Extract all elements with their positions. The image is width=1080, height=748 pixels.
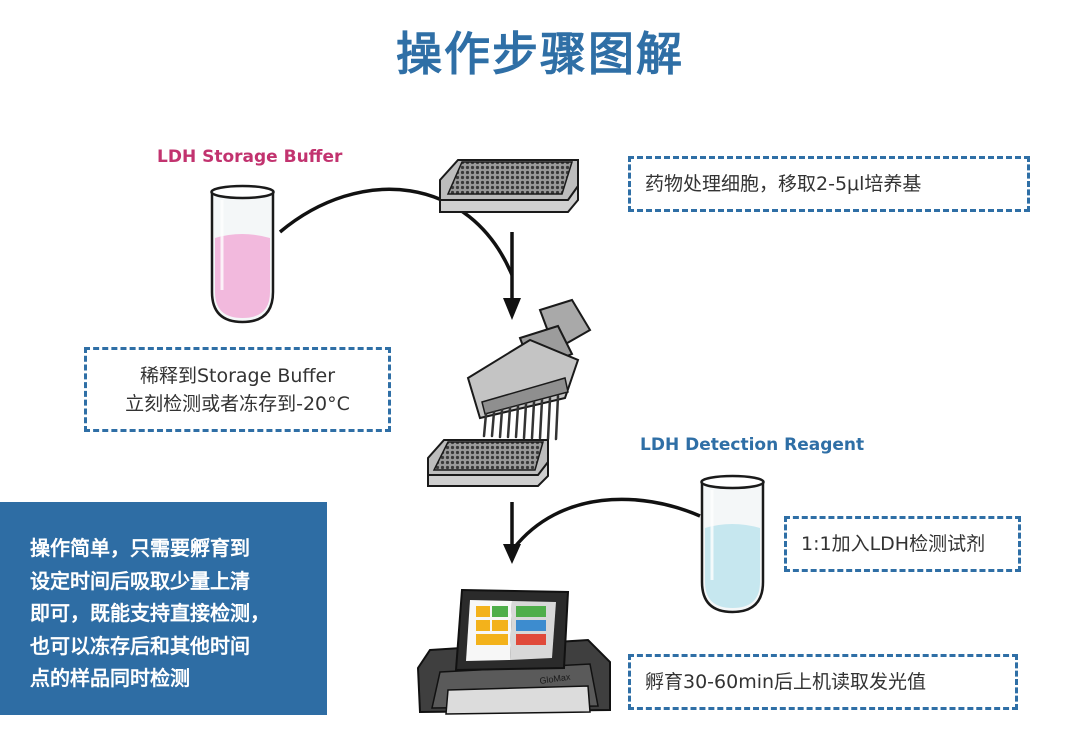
- detection-to-reader-curve: [512, 497, 701, 550]
- detection-note: 1:1加入LDH检测试剂: [784, 516, 1021, 572]
- multichannel-pipette-icon: [466, 298, 592, 441]
- arrow-head-2: [503, 544, 521, 564]
- page-title: 操作步骤图解: [396, 27, 684, 81]
- glomax-instrument-icon: GloMax: [416, 588, 611, 715]
- detection-tube-icon: [700, 474, 765, 614]
- instrument-label: GloMax: [539, 672, 572, 686]
- detection-note-text: 1:1加入LDH检测试剂: [801, 533, 986, 555]
- step3-note: 孵育30-60min后上机读取发光值: [628, 654, 1018, 710]
- storage-note-line-2: 立刻检测或者冻存到-20°C: [125, 392, 350, 415]
- step1-note-text: 药物处理细胞，移取2-5μl培养基: [645, 173, 922, 195]
- step3-note-text: 孵育30-60min后上机读取发光值: [645, 671, 927, 693]
- detection-reagent-label: LDH Detection Reagent: [640, 435, 865, 455]
- summary-line-3: 即可，既能支持直接检测，: [30, 601, 270, 625]
- cell-plate-icon: [439, 159, 579, 213]
- storage-note-line-1: 稀释到Storage Buffer: [139, 364, 336, 387]
- assay-plate-icon: [427, 439, 549, 487]
- summary-line-4: 也可以冻存后和其他时间: [30, 633, 250, 658]
- storage-tube-icon: [210, 184, 275, 324]
- arrow-head-1: [503, 298, 521, 320]
- summary-line-2: 设定时间后吸取少量上清: [30, 568, 250, 593]
- storage-to-plate-curve: [278, 187, 514, 276]
- summary-box: 操作简单，只需要孵育到 设定时间后吸取少量上清 即可，既能支持直接检测， 也可以…: [0, 502, 327, 715]
- storage-note: 稀释到Storage Buffer 立刻检测或者冻存到-20°C: [84, 347, 391, 432]
- summary-line-1: 操作简单，只需要孵育到: [30, 536, 250, 560]
- step1-note: 药物处理细胞，移取2-5μl培养基: [628, 156, 1030, 212]
- storage-buffer-label: LDH Storage Buffer: [157, 147, 343, 167]
- flow-arrows: [278, 187, 701, 550]
- summary-line-5: 点的样品同时检测: [30, 666, 190, 690]
